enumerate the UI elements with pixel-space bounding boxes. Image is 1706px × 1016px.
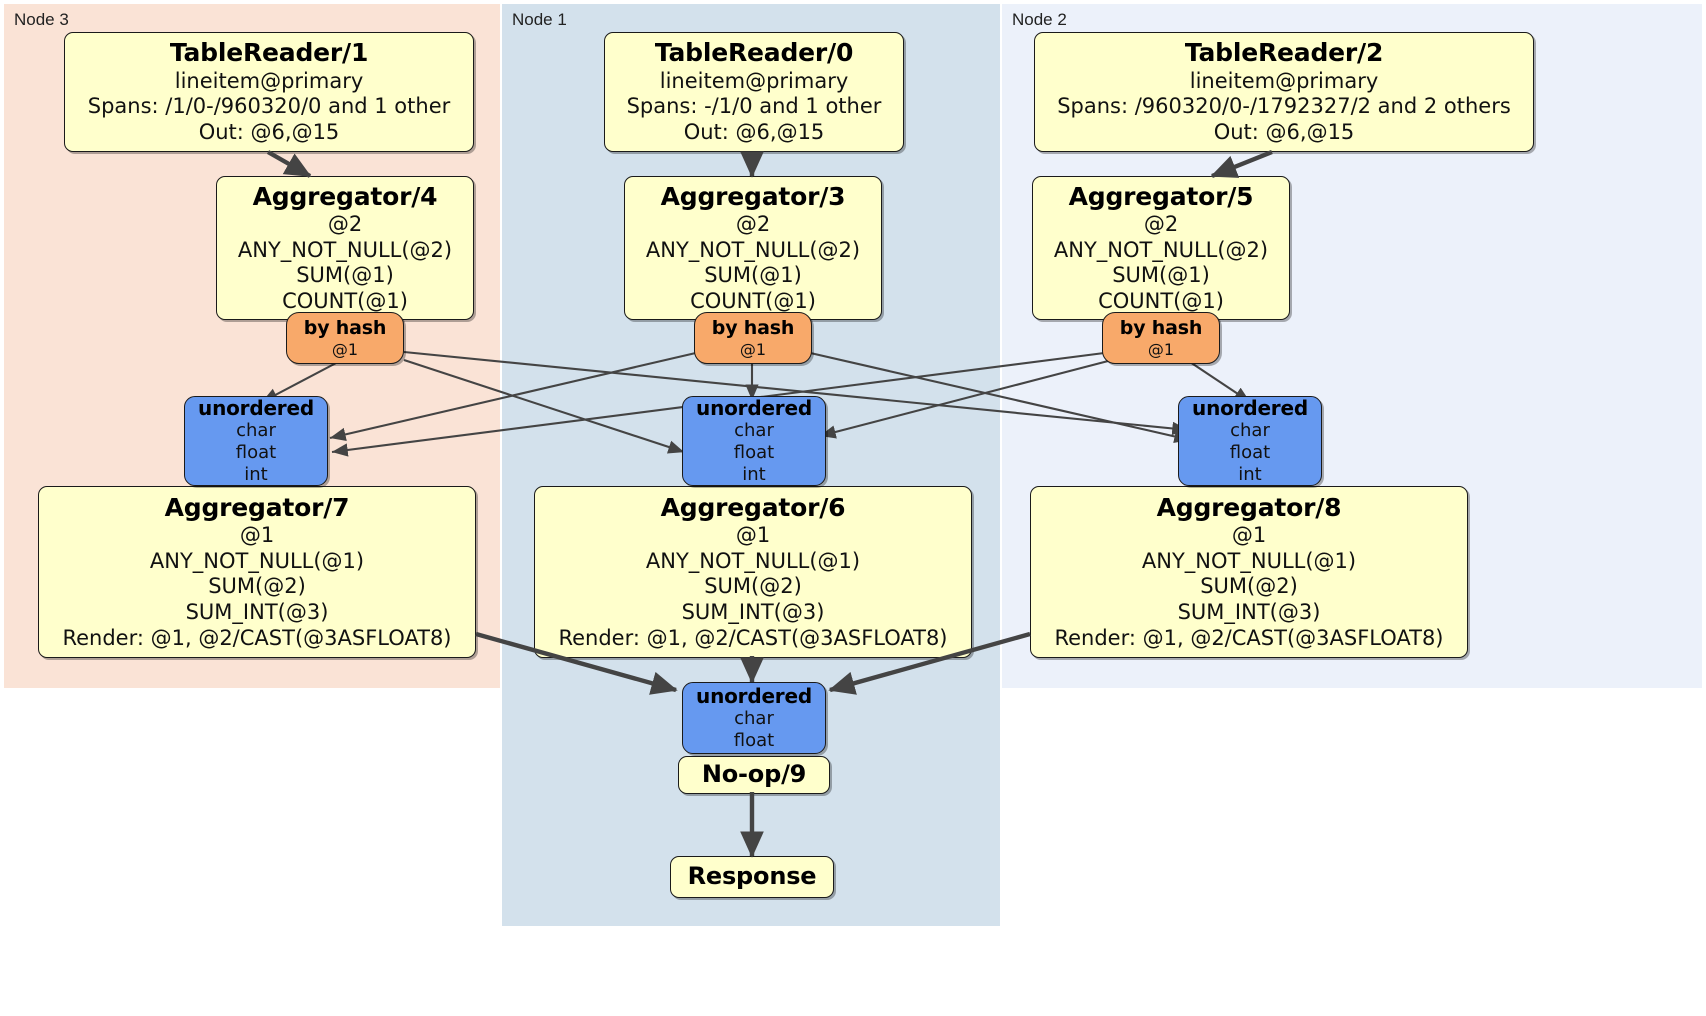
processor-line: Out: @6,@15 — [1213, 120, 1355, 145]
processor-line: ANY_NOT_NULL(@1) — [149, 548, 365, 573]
processor-line: Spans: /1/0-/960320/0 and 1 other — [87, 94, 451, 119]
synchronizer-type: float — [733, 730, 775, 752]
processor-line: Spans: -/1/0 and 1 other — [626, 94, 882, 119]
processor-line: COUNT(@1) — [1098, 288, 1224, 313]
processor-title: Aggregator/5 — [1068, 181, 1254, 211]
processor-aggregator-6[interactable]: Aggregator/6 @1 ANY_NOT_NULL(@1) SUM(@2)… — [534, 486, 972, 658]
router-title: by hash — [1119, 316, 1203, 339]
synchronizer-unordered-final[interactable]: unordered char float — [682, 682, 826, 754]
synchronizer-unordered-right[interactable]: unordered char float int — [1178, 396, 1322, 486]
processor-table-reader-0[interactable]: TableReader/0 lineitem@primary Spans: -/… — [604, 32, 904, 152]
processor-line: ANY_NOT_NULL(@2) — [1053, 237, 1269, 262]
processor-response[interactable]: Response — [670, 856, 834, 898]
router-title: by hash — [303, 316, 387, 339]
synchronizer-type: float — [235, 442, 277, 464]
node-panel-label-node3: Node 3 — [14, 10, 69, 29]
processor-line: SUM_INT(@3) — [681, 600, 825, 625]
processor-title: TableReader/0 — [654, 38, 854, 68]
synchronizer-type: float — [1229, 442, 1271, 464]
router-by-hash-aggregator-3[interactable]: by hash @1 — [694, 312, 812, 364]
synchronizer-title: unordered — [1192, 395, 1308, 420]
processor-line: COUNT(@1) — [690, 288, 816, 313]
node-panel-label-node1: Node 1 — [512, 10, 567, 29]
router-title: by hash — [711, 316, 795, 339]
processor-title: Aggregator/4 — [252, 181, 438, 211]
processor-line: ANY_NOT_NULL(@2) — [645, 237, 861, 262]
processor-line: @1 — [239, 523, 275, 548]
processor-line: @2 — [1143, 212, 1179, 237]
synchronizer-type: float — [733, 442, 775, 464]
processor-line: lineitem@primary — [1189, 68, 1379, 93]
synchronizer-unordered-left[interactable]: unordered char float int — [184, 396, 328, 486]
synchronizer-type: int — [244, 464, 268, 486]
processor-line: ANY_NOT_NULL(@1) — [1141, 548, 1357, 573]
processor-render-line: Render: @1, @2/CAST(@3ASFLOAT8) — [1054, 625, 1444, 650]
processor-title: Aggregator/7 — [164, 492, 350, 522]
processor-aggregator-4[interactable]: Aggregator/4 @2 ANY_NOT_NULL(@2) SUM(@1)… — [216, 176, 474, 320]
node-panel-label-node2: Node 2 — [1012, 10, 1067, 29]
processor-line: Out: @6,@15 — [198, 120, 340, 145]
processor-line: SUM_INT(@3) — [185, 600, 329, 625]
processor-aggregator-5[interactable]: Aggregator/5 @2 ANY_NOT_NULL(@2) SUM(@1)… — [1032, 176, 1290, 320]
router-by-hash-aggregator-5[interactable]: by hash @1 — [1102, 312, 1220, 364]
synchronizer-type: char — [236, 420, 276, 442]
processor-line: SUM_INT(@3) — [1177, 600, 1321, 625]
processor-title: Aggregator/6 — [660, 492, 846, 522]
processor-line: SUM(@2) — [704, 574, 802, 599]
synchronizer-title: unordered — [696, 683, 812, 708]
processor-aggregator-3[interactable]: Aggregator/3 @2 ANY_NOT_NULL(@2) SUM(@1)… — [624, 176, 882, 320]
processor-line: SUM(@1) — [1112, 263, 1210, 288]
processor-title: Aggregator/8 — [1156, 492, 1342, 522]
synchronizer-type: char — [1230, 420, 1270, 442]
processor-table-reader-1[interactable]: TableReader/1 lineitem@primary Spans: /1… — [64, 32, 474, 152]
processor-line: SUM(@2) — [208, 574, 306, 599]
synchronizer-type: int — [742, 464, 766, 486]
processor-aggregator-7[interactable]: Aggregator/7 @1 ANY_NOT_NULL(@1) SUM(@2)… — [38, 486, 476, 658]
processor-line: SUM(@1) — [704, 263, 802, 288]
processor-line: @2 — [735, 212, 771, 237]
processor-line: @1 — [735, 523, 771, 548]
processor-table-reader-2[interactable]: TableReader/2 lineitem@primary Spans: /9… — [1034, 32, 1534, 152]
processor-line: Out: @6,@15 — [683, 120, 825, 145]
synchronizer-type: char — [734, 708, 774, 730]
processor-line: COUNT(@1) — [282, 288, 408, 313]
processor-line: lineitem@primary — [659, 68, 849, 93]
processor-line: @2 — [327, 212, 363, 237]
processor-line: lineitem@primary — [174, 68, 364, 93]
processor-title: TableReader/2 — [1184, 38, 1384, 68]
processor-title: Aggregator/3 — [660, 181, 846, 211]
processor-title: Response — [687, 862, 817, 891]
processor-line: @1 — [1231, 523, 1267, 548]
processor-line: SUM(@1) — [296, 263, 394, 288]
processor-line: Spans: /960320/0-/1792327/2 and 2 others — [1057, 94, 1511, 119]
router-line: @1 — [331, 339, 359, 359]
processor-render-line: Render: @1, @2/CAST(@3ASFLOAT8) — [62, 625, 452, 650]
synchronizer-title: unordered — [198, 395, 314, 420]
synchronizer-type: int — [1238, 464, 1262, 486]
processor-title: No-op/9 — [701, 760, 807, 789]
processor-render-line: Render: @1, @2/CAST(@3ASFLOAT8) — [558, 625, 948, 650]
synchronizer-type: char — [734, 420, 774, 442]
processor-title: TableReader/1 — [169, 38, 369, 68]
synchronizer-title: unordered — [696, 395, 812, 420]
router-line: @1 — [1147, 339, 1175, 359]
processor-aggregator-8[interactable]: Aggregator/8 @1 ANY_NOT_NULL(@1) SUM(@2)… — [1030, 486, 1468, 658]
processor-noop-9[interactable]: No-op/9 — [678, 756, 830, 794]
router-line: @1 — [739, 339, 767, 359]
processor-line: ANY_NOT_NULL(@2) — [237, 237, 453, 262]
processor-line: SUM(@2) — [1200, 574, 1298, 599]
router-by-hash-aggregator-4[interactable]: by hash @1 — [286, 312, 404, 364]
processor-line: ANY_NOT_NULL(@1) — [645, 548, 861, 573]
synchronizer-unordered-mid[interactable]: unordered char float int — [682, 396, 826, 486]
